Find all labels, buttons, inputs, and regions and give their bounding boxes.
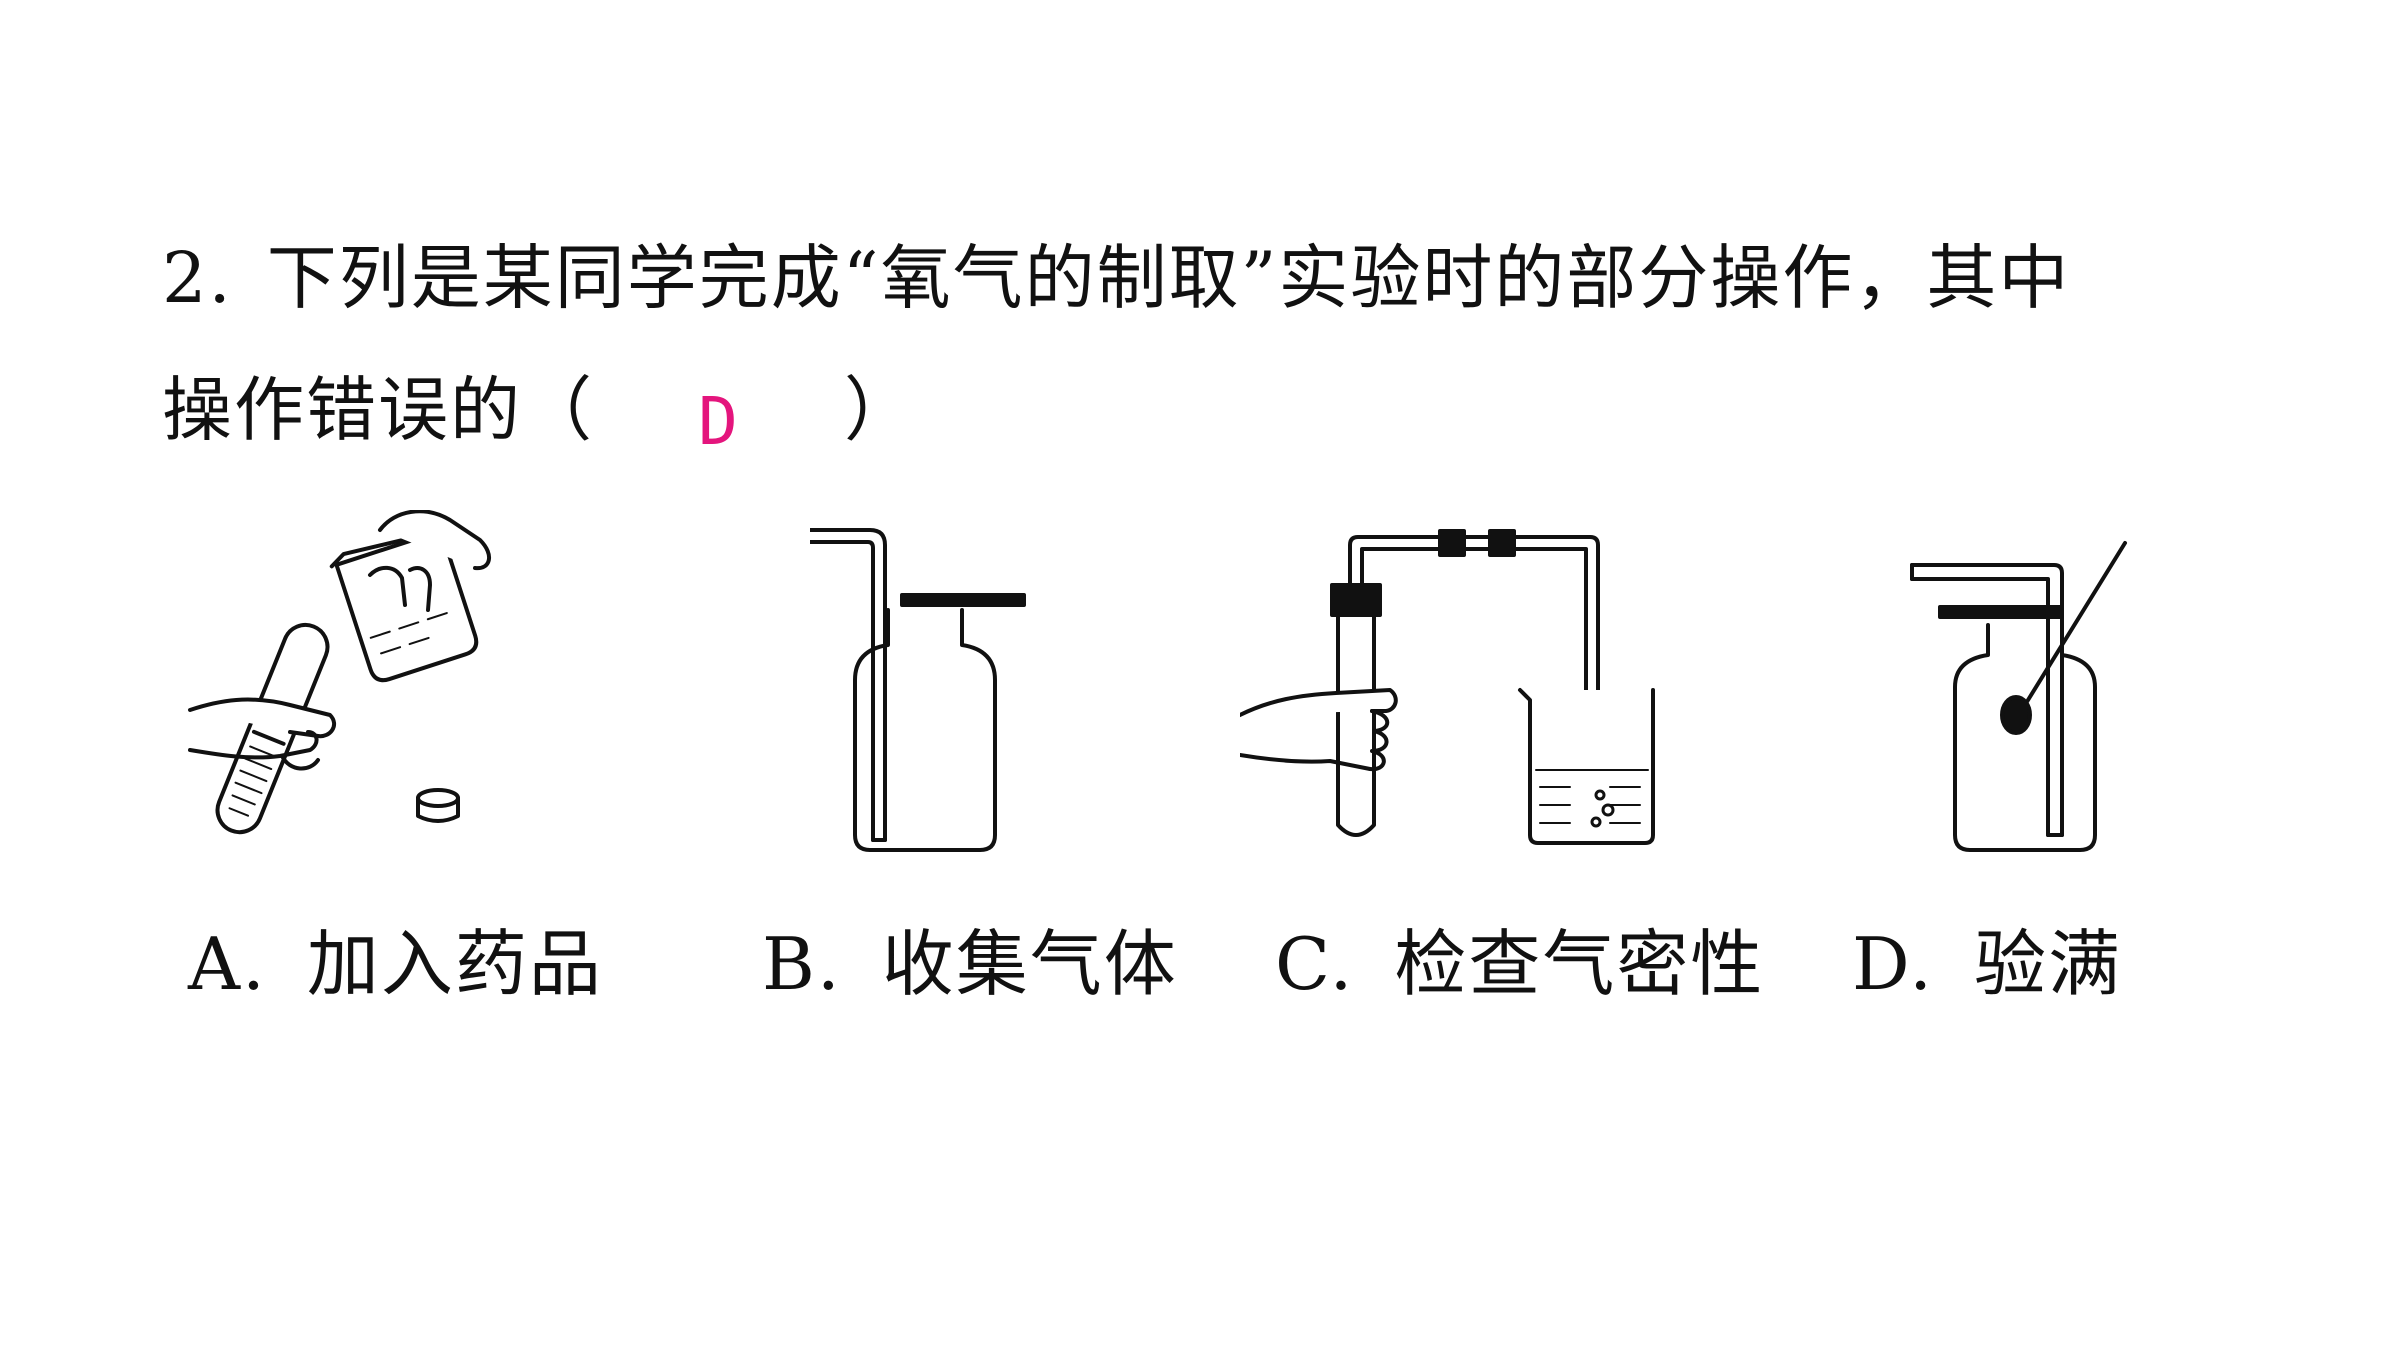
figure-a — [180, 510, 520, 860]
question-number: 2. — [162, 237, 233, 319]
close-paren: ） — [844, 369, 916, 451]
option-a-label: 加入药品 — [306, 922, 603, 1006]
option-d-label: 验满 — [1974, 922, 2123, 1006]
option-c-label: 检查气密性 — [1394, 922, 1765, 1006]
figure-d — [1900, 535, 2160, 855]
open-paren: （ — [522, 369, 594, 451]
gas-full-test-icon — [1910, 541, 2127, 852]
answer-text: D — [698, 383, 740, 460]
airtightness-check-icon — [1240, 529, 1655, 845]
figure-c — [1240, 525, 1670, 855]
question-block: 2. 下列是某同学完成“氧气的制取”实验时的部分操作，其中 操作错误的（ D ） — [162, 212, 2282, 478]
option-d-letter: D. — [1852, 922, 1935, 1006]
option-a-letter: A. — [188, 922, 267, 1006]
option-a: A. 加入药品 — [188, 905, 603, 1010]
test-tube-pouring-icon — [188, 510, 491, 835]
option-b: B. 收集气体 — [762, 905, 1178, 1010]
option-d: D. 验满 — [1852, 905, 2122, 1010]
option-b-letter: B. — [762, 922, 842, 1006]
option-c: C. 检查气密性 — [1275, 905, 1764, 1010]
question-line-2: 操作错误的（ D ） — [162, 344, 2282, 478]
option-b-label: 收集气体 — [881, 922, 1178, 1006]
question-stem-end: 操作错误的 — [162, 369, 522, 451]
question-stem: 下列是某同学完成“氧气的制取”实验时的部分操作，其中 — [266, 237, 2071, 319]
option-c-letter: C. — [1275, 922, 1355, 1006]
figure-b — [810, 520, 1040, 860]
question-line-1: 2. 下列是某同学完成“氧气的制取”实验时的部分操作，其中 — [162, 212, 2282, 344]
gas-collection-bottle-icon — [810, 528, 1026, 852]
options-row: A. 加入药品 B. 收集气体 C. 检查气密性 D. 验满 — [0, 905, 2400, 1015]
